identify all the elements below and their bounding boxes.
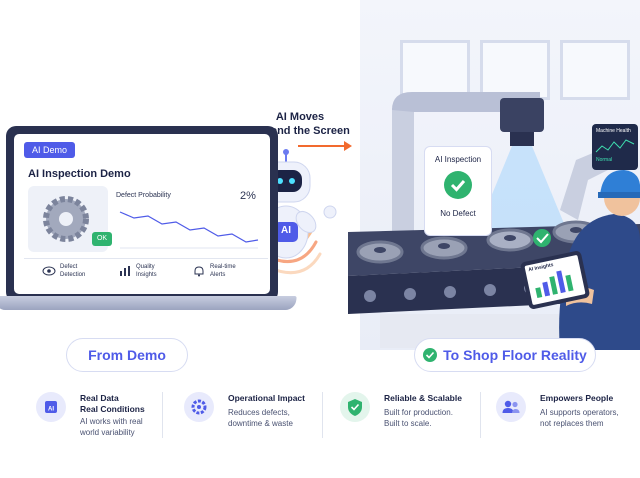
bell-icon — [194, 266, 204, 277]
machine-health-status: Normal — [596, 157, 613, 163]
feature-desc-line: not replaces them — [540, 419, 604, 428]
machine-health-monitor: Machine Health Normal — [592, 124, 638, 170]
feature-label: Defect Detection — [60, 264, 86, 278]
camera-body — [500, 98, 544, 132]
ai-chip-icon: AI — [36, 392, 66, 422]
laptop-base — [0, 296, 297, 310]
feature-real-data: AI Real Data Real Conditions AI works wi… — [36, 384, 166, 448]
demo-title: AI Inspection Demo — [28, 168, 131, 180]
feature-label: Real-time Alerts — [210, 264, 236, 278]
ok-badge: OK — [92, 232, 112, 246]
shop-floor-text: To Shop Floor Reality — [443, 347, 587, 363]
feature-desc-line: AI works with real — [80, 417, 143, 426]
feature-empowers-people: Empowers People AI supports operators, n… — [496, 384, 636, 448]
feature-desc-line: downtime & waste — [228, 419, 293, 428]
feature-description: Built for production. Built to scale. — [384, 407, 453, 429]
health-line-chart — [595, 139, 635, 153]
feature-title-line: Real Conditions — [80, 404, 145, 414]
defect-probability-label: Defect Probability — [116, 192, 171, 199]
demo-feature-row: Defect Detection Quality Insights R — [24, 258, 268, 288]
feature-realtime-alerts: Real-time Alerts — [194, 263, 250, 279]
bar-chart-icon — [120, 266, 130, 276]
feature-desc-line: AI supports operators, — [540, 408, 619, 417]
ai-inspection-card: AI Inspection No Defect — [424, 146, 492, 236]
feature-title-line: Real Data — [80, 393, 119, 403]
feature-title: Reliable & Scalable — [384, 393, 462, 403]
feature-title: Real Data Real Conditions — [80, 393, 145, 415]
feature-description: Reduces defects, downtime & waste — [228, 407, 293, 429]
feature-quality-insights: Quality Insights — [120, 263, 176, 279]
inspection-light-beam — [474, 146, 570, 238]
feature-label: Quality Insights — [136, 264, 157, 278]
caption-line-1: AI Moves — [275, 111, 325, 123]
feature-desc-line: Built to scale. — [384, 419, 432, 428]
pass-check-icon — [533, 229, 551, 247]
probability-trend-chart — [119, 211, 259, 249]
divider — [322, 392, 323, 438]
gear-icon — [184, 392, 214, 422]
inspection-status: No Defect — [440, 209, 476, 218]
tablet-screen: AI Insights — [524, 254, 586, 306]
gear-image — [28, 186, 108, 252]
robot-ai-badge: AI — [281, 225, 291, 236]
laptop-screen: AI Demo AI Inspection Demo OK Defect Pro… — [6, 126, 278, 302]
feature-title: Operational Impact — [228, 393, 305, 403]
feature-desc-line: Built for production. — [384, 408, 453, 417]
gear-icon — [43, 196, 89, 242]
gantry-left-post — [392, 108, 414, 236]
feature-description: AI works with real world variability — [80, 416, 143, 438]
shop-floor-label: To Shop Floor Reality — [414, 338, 596, 372]
feature-description: AI supports operators, not replaces them — [540, 407, 619, 429]
check-circle-icon — [423, 348, 438, 362]
tablet-bar-chart — [535, 270, 574, 299]
from-demo-label: From Demo — [66, 338, 188, 372]
divider — [480, 392, 481, 438]
feature-desc-line: world variability — [80, 428, 135, 437]
flow-arrow — [298, 141, 352, 151]
feature-title: Empowers People — [540, 393, 614, 403]
camera-lens — [510, 132, 534, 146]
feature-desc-line: Reduces defects, — [228, 408, 290, 417]
factory-window — [560, 40, 630, 100]
feature-reliable-scalable: Reliable & Scalable Built for production… — [340, 384, 480, 448]
demo-app-window: AI Demo AI Inspection Demo OK Defect Pro… — [14, 134, 270, 294]
divider — [162, 392, 163, 438]
tab-ai-demo[interactable]: AI Demo — [24, 142, 76, 158]
check-icon — [444, 171, 472, 199]
svg-text:AI: AI — [48, 407, 54, 413]
from-demo-text: From Demo — [88, 347, 166, 363]
machine-health-title: Machine Health — [596, 128, 631, 134]
operator-tablet: AI Insights — [519, 250, 591, 310]
factory-window — [400, 40, 470, 100]
eye-icon — [42, 266, 56, 276]
defect-probability-value: 2% — [240, 190, 256, 202]
feature-operational-impact: Operational Impact Reduces defects, down… — [184, 384, 324, 448]
feature-defect-detection: Defect Detection — [42, 263, 100, 279]
inspection-title: AI Inspection — [434, 155, 482, 164]
shield-check-icon — [340, 392, 370, 422]
people-icon — [496, 392, 526, 422]
